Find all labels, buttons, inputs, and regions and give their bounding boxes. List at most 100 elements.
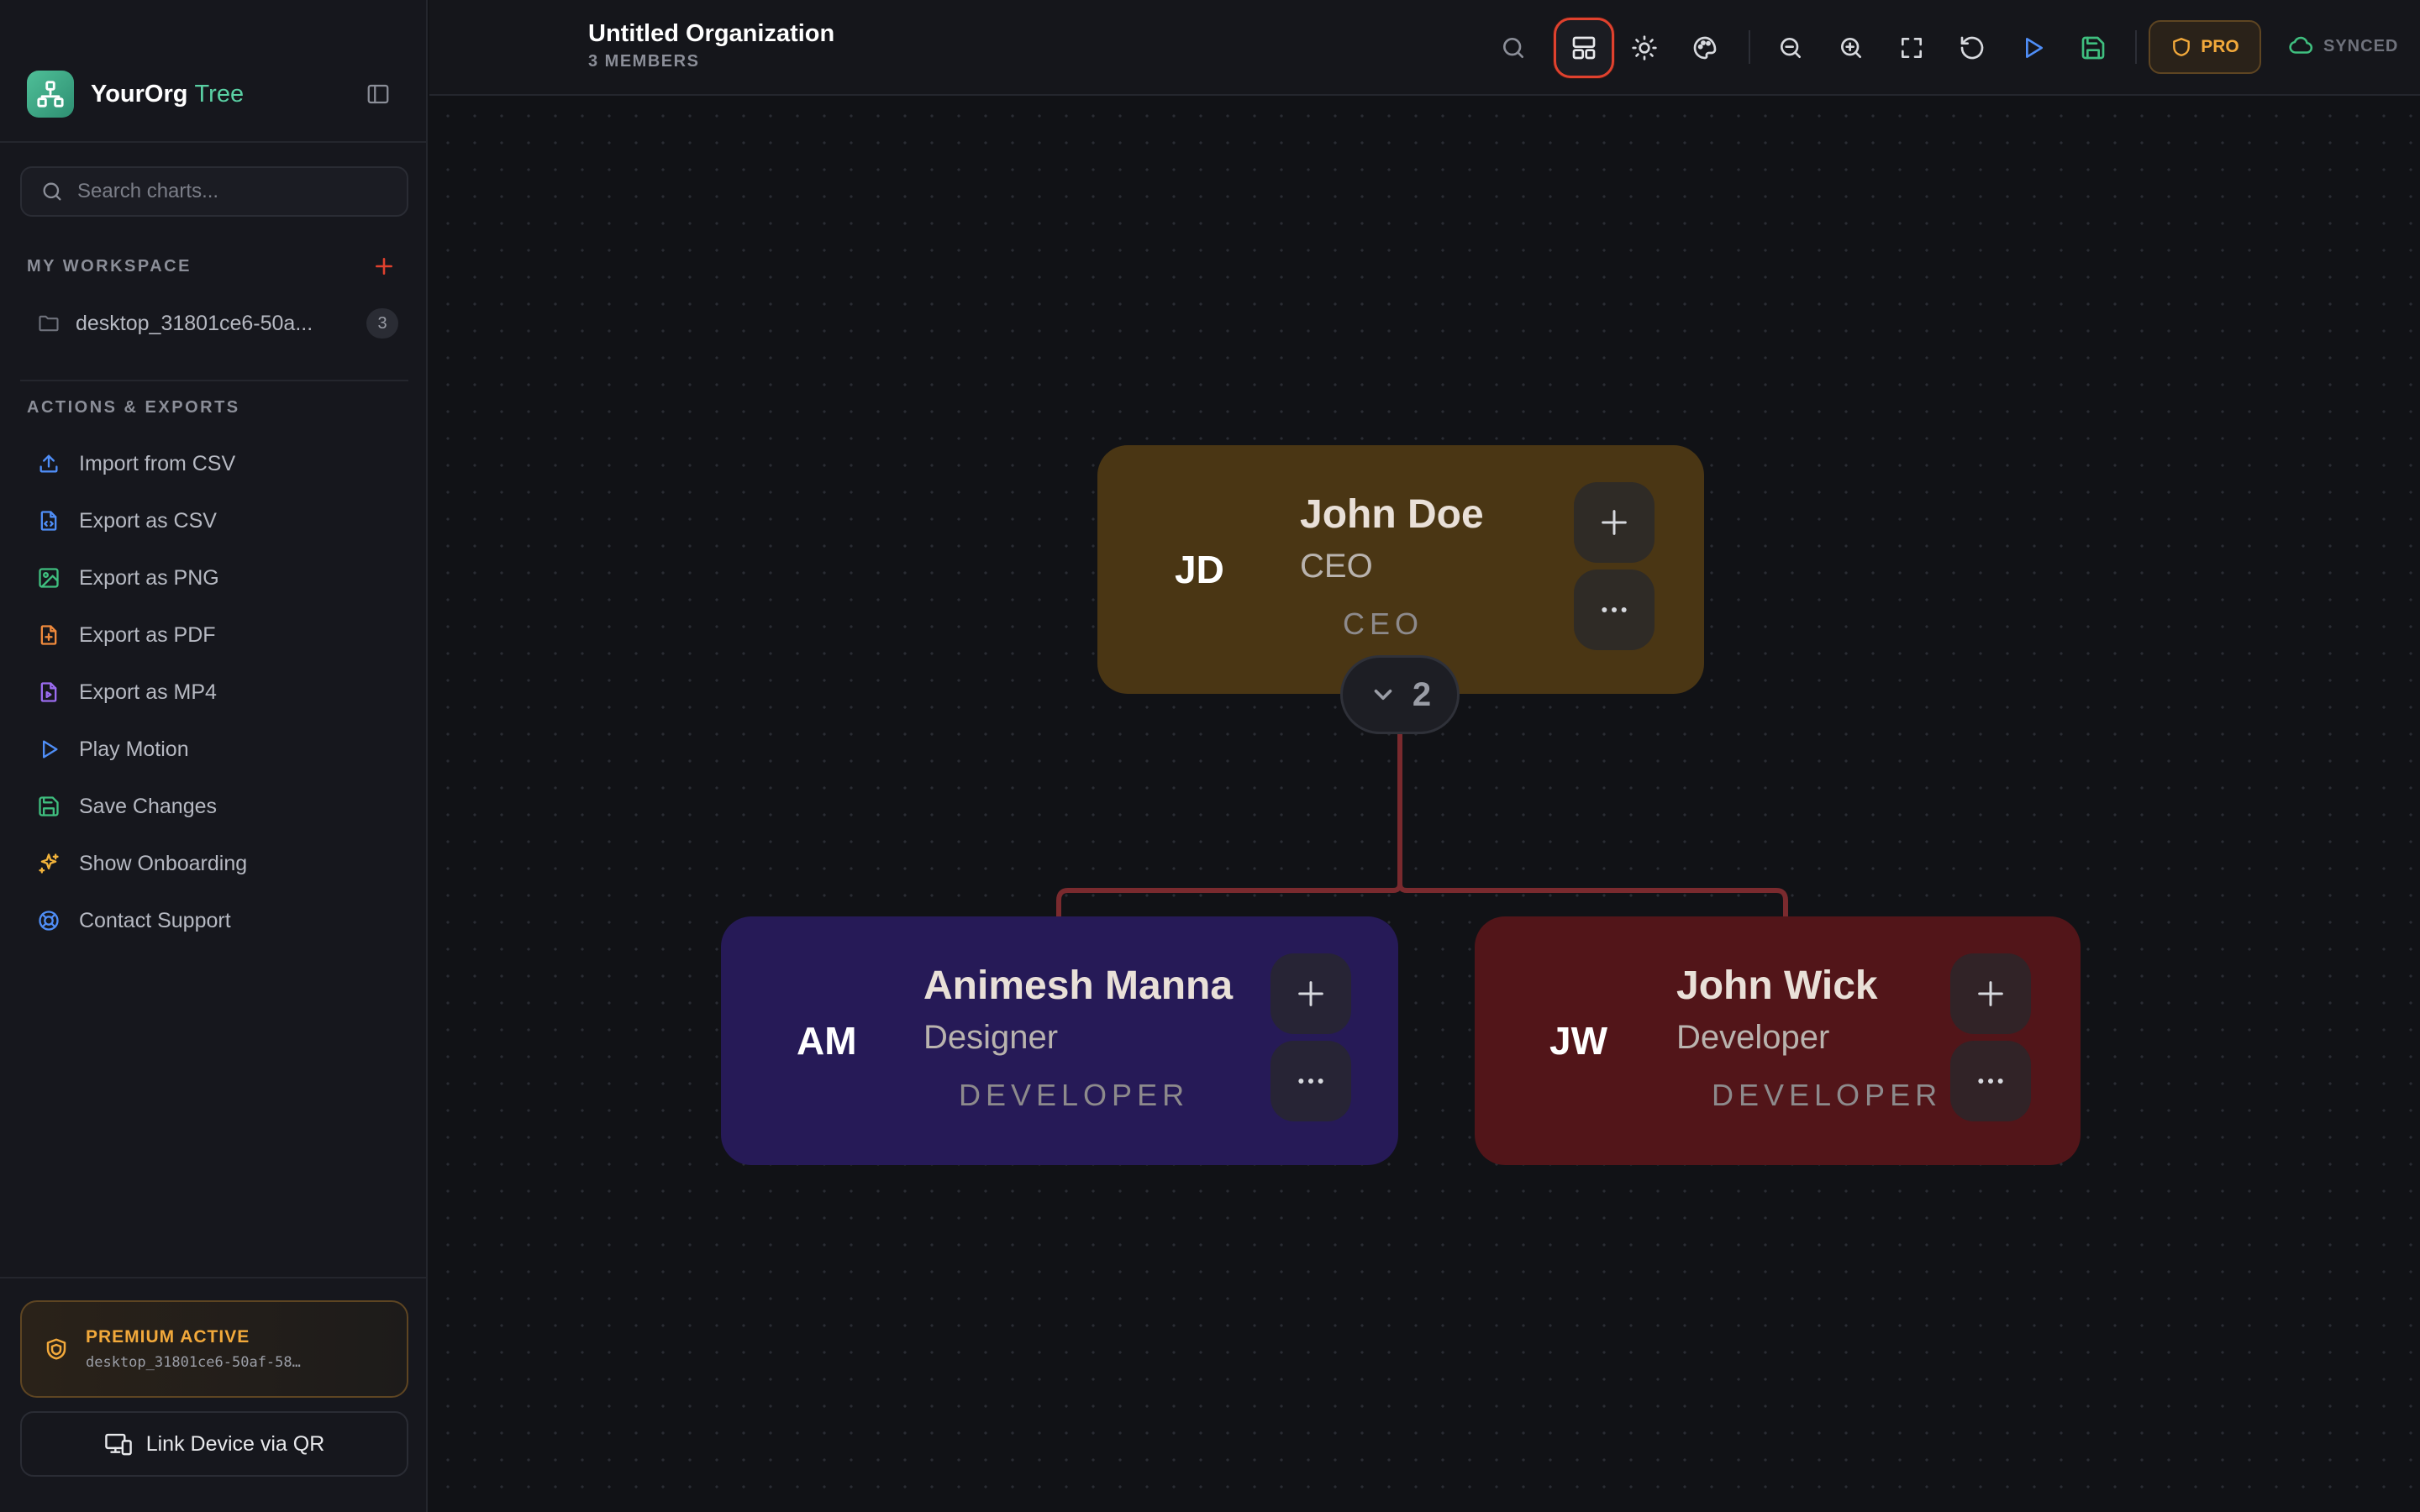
zoom-out-button[interactable] bbox=[1760, 18, 1821, 78]
fit-screen-button[interactable] bbox=[1881, 18, 1942, 78]
add-child-button[interactable] bbox=[1574, 482, 1655, 563]
more-horizontal-icon bbox=[1298, 1079, 1323, 1084]
sidebar: YourOrg Tree MY WORKSPACE desktop_31801c… bbox=[0, 0, 428, 1512]
sidebar-toggle-button[interactable] bbox=[361, 81, 395, 108]
sidebar-divider bbox=[0, 141, 428, 143]
panel-left-icon bbox=[367, 84, 389, 104]
action-show-onboarding[interactable]: Show Onboarding bbox=[20, 835, 408, 892]
layout-button[interactable] bbox=[1554, 18, 1614, 78]
rotate-ccw-icon bbox=[1960, 36, 1984, 60]
pro-label: PRO bbox=[2201, 37, 2239, 56]
workspace-item-count: 3 bbox=[366, 308, 398, 339]
action-export-pdf[interactable]: Export as PDF bbox=[20, 606, 408, 664]
image-icon bbox=[39, 568, 59, 588]
plus-icon bbox=[1978, 981, 2003, 1006]
save-icon bbox=[2081, 36, 2105, 60]
shield-icon bbox=[46, 1338, 66, 1360]
save-button[interactable] bbox=[2063, 18, 2123, 78]
action-label: Export as CSV bbox=[79, 508, 217, 533]
reset-view-button[interactable] bbox=[1942, 18, 2002, 78]
action-label: Play Motion bbox=[79, 737, 189, 761]
top-toolbar: Untitled Organization 3 MEMBERS PRO SYNC… bbox=[429, 0, 2420, 96]
node-department: DEVELOPER bbox=[959, 1078, 1190, 1112]
palette-button[interactable] bbox=[1675, 18, 1735, 78]
brand-name: YourOrg Tree bbox=[91, 81, 244, 108]
sidebar-divider bbox=[20, 380, 408, 381]
play-icon bbox=[43, 740, 58, 759]
workspace-item[interactable]: desktop_31801ce6-50a... 3 bbox=[20, 302, 398, 344]
org-tree-logo-icon bbox=[27, 71, 74, 118]
theme-toggle-button[interactable] bbox=[1614, 18, 1675, 78]
fullscreen-icon bbox=[1902, 38, 1922, 58]
save-icon bbox=[39, 796, 59, 816]
more-options-button[interactable] bbox=[1270, 1041, 1351, 1121]
link-device-button[interactable]: Link Device via QR bbox=[20, 1411, 408, 1477]
plus-icon bbox=[376, 258, 392, 275]
action-save-changes[interactable]: Save Changes bbox=[20, 778, 408, 835]
upload-icon bbox=[39, 454, 58, 473]
brand-name-accent: Tree bbox=[194, 80, 245, 108]
collapse-children-button[interactable]: 2 bbox=[1340, 655, 1460, 734]
file-pdf-icon bbox=[40, 625, 57, 645]
plus-icon bbox=[1298, 981, 1323, 1006]
action-label: Export as PNG bbox=[79, 565, 219, 590]
zoom-out-icon bbox=[1781, 38, 1801, 58]
devices-icon bbox=[104, 1433, 132, 1456]
add-child-button[interactable] bbox=[1270, 953, 1351, 1034]
search-icon bbox=[43, 182, 61, 201]
children-count: 2 bbox=[1412, 675, 1432, 713]
sync-label: SYNCED bbox=[2323, 36, 2399, 55]
action-export-mp4[interactable]: Export as MP4 bbox=[20, 664, 408, 721]
zoom-in-button[interactable] bbox=[1821, 18, 1881, 78]
action-export-csv[interactable]: Export as CSV bbox=[20, 492, 408, 549]
folder-icon bbox=[39, 315, 59, 332]
workspace-section-label: MY WORKSPACE bbox=[27, 257, 192, 276]
org-chart-canvas[interactable]: JD John Doe CEO CEO 2 AM Animesh Manna D… bbox=[429, 97, 2420, 1512]
more-horizontal-icon bbox=[1602, 607, 1627, 612]
sync-status: SYNCED bbox=[2288, 34, 2398, 59]
member-count: 3 MEMBERS bbox=[588, 52, 700, 71]
org-node-ceo[interactable]: JD John Doe CEO CEO bbox=[1097, 445, 1704, 694]
search-icon bbox=[1503, 38, 1523, 58]
node-department: DEVELOPER bbox=[1712, 1078, 1943, 1112]
search-input[interactable] bbox=[77, 180, 397, 203]
search-button[interactable] bbox=[1483, 18, 1544, 78]
search-box[interactable] bbox=[20, 166, 408, 217]
node-name: John Doe bbox=[1300, 492, 1484, 537]
premium-status-card: PREMIUM ACTIVE desktop_31801ce6-50af-58… bbox=[20, 1300, 408, 1398]
node-initials: JW bbox=[1549, 1019, 1607, 1063]
node-role: CEO bbox=[1300, 548, 1373, 585]
connector-line bbox=[1397, 883, 1788, 1000]
zoom-in-icon bbox=[1841, 38, 1861, 58]
palette-icon bbox=[1693, 36, 1717, 60]
action-label: Export as MP4 bbox=[79, 680, 217, 704]
more-options-button[interactable] bbox=[1950, 1041, 2031, 1121]
action-label: Show Onboarding bbox=[79, 851, 248, 875]
chevron-down-icon bbox=[1374, 689, 1392, 701]
node-initials: AM bbox=[797, 1019, 857, 1063]
action-import-csv[interactable]: Import from CSV bbox=[20, 435, 408, 492]
premium-device-id: desktop_31801ce6-50af-58… bbox=[86, 1354, 301, 1371]
org-title[interactable]: Untitled Organization bbox=[588, 20, 835, 47]
node-role: Designer bbox=[923, 1019, 1059, 1056]
brand-name-main: YourOrg bbox=[91, 80, 188, 108]
org-node-john-wick[interactable]: JW John Wick Developer DEVELOPER bbox=[1475, 916, 2081, 1165]
actions-list: Import from CSV Export as CSV Export as … bbox=[20, 435, 408, 949]
org-node-animesh-manna[interactable]: AM Animesh Manna Designer DEVELOPER bbox=[721, 916, 1398, 1165]
node-name: John Wick bbox=[1676, 963, 1878, 1008]
node-initials: JD bbox=[1175, 548, 1224, 591]
action-export-png[interactable]: Export as PNG bbox=[20, 549, 408, 606]
action-contact-support[interactable]: Contact Support bbox=[20, 892, 408, 949]
pro-badge-button[interactable]: PRO bbox=[2149, 20, 2261, 74]
play-motion-button[interactable] bbox=[2002, 18, 2063, 78]
action-play-motion[interactable]: Play Motion bbox=[20, 721, 408, 778]
action-label: Export as PDF bbox=[79, 622, 216, 647]
brand[interactable]: YourOrg Tree bbox=[27, 71, 244, 118]
node-name: Animesh Manna bbox=[923, 963, 1234, 1008]
add-workspace-button[interactable] bbox=[370, 252, 398, 281]
add-child-button[interactable] bbox=[1950, 953, 2031, 1034]
cloud-icon bbox=[2289, 36, 2313, 54]
layout-icon bbox=[1572, 36, 1596, 60]
more-options-button[interactable] bbox=[1574, 570, 1655, 650]
action-label: Contact Support bbox=[79, 908, 231, 932]
